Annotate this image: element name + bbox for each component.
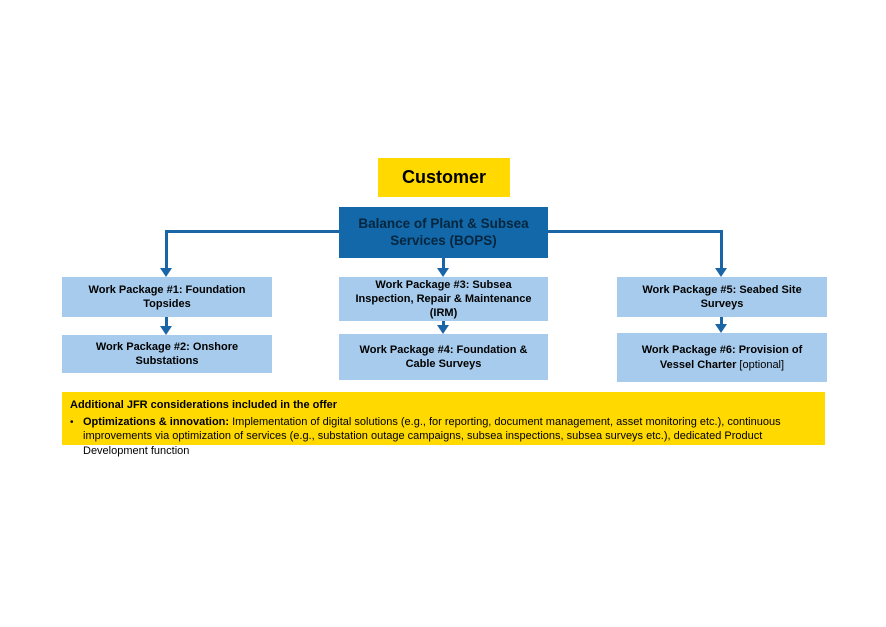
connector-left-horizontal <box>165 230 339 233</box>
customer-box: Customer <box>378 158 510 197</box>
connector-right-vertical <box>720 230 723 268</box>
work-package-1-label: Work Package #1: Foundation Topsides <box>88 283 246 310</box>
work-package-2-box: Work Package #2: Onshore Substations <box>62 335 272 373</box>
arrow-down-icon <box>437 325 449 334</box>
work-package-5-label: Work Package #5: Seabed Site Surveys <box>642 283 802 310</box>
work-package-4-label: Work Package #4: Foundation & Cable Surv… <box>359 343 528 370</box>
arrow-down-icon <box>715 268 727 277</box>
work-package-3-box: Work Package #3: Subsea Inspection, Repa… <box>339 277 548 321</box>
work-package-1-box: Work Package #1: Foundation Topsides <box>62 277 272 317</box>
arrow-down-icon <box>160 268 172 277</box>
work-package-5-box: Work Package #5: Seabed Site Surveys <box>617 277 827 317</box>
connector-right-horizontal <box>548 230 723 233</box>
bullet-label: Optimizations & innovation: <box>83 415 230 428</box>
bops-box: Balance of Plant & Subsea Services (BOPS… <box>339 207 548 258</box>
work-package-2-label: Work Package #2: Onshore Substations <box>95 340 239 367</box>
connector-column2-vertical <box>442 321 445 325</box>
work-package-6-box: Work Package #6: Provision of Vessel Cha… <box>617 333 827 382</box>
connector-middle-vertical <box>442 258 445 268</box>
bullet-text: Implementation of digital solutions (e.g… <box>83 415 781 457</box>
work-package-4-box: Work Package #4: Foundation & Cable Surv… <box>339 334 548 380</box>
offer-banner: Additional JFR considerations included i… <box>62 392 825 457</box>
banner-bullet: • Optimizations & innovation: Implementa… <box>70 415 815 459</box>
connector-left-vertical <box>165 230 168 268</box>
connector-column1-vertical <box>165 317 168 326</box>
arrow-down-icon <box>437 268 449 277</box>
arrow-down-icon <box>715 324 727 333</box>
work-package-6-suffix: [optional] <box>736 358 785 371</box>
work-package-3-label: Work Package #3: Subsea Inspection, Repa… <box>355 278 532 320</box>
banner-heading: Additional JFR considerations included i… <box>70 399 338 411</box>
bullet-body: Optimizations & innovation: Implementati… <box>83 415 815 459</box>
bullet-marker: • <box>70 416 74 428</box>
work-package-6-label: Work Package #6: Provision of Vessel Cha… <box>641 344 803 371</box>
arrow-down-icon <box>160 326 172 335</box>
connector-column3-vertical <box>720 317 723 324</box>
